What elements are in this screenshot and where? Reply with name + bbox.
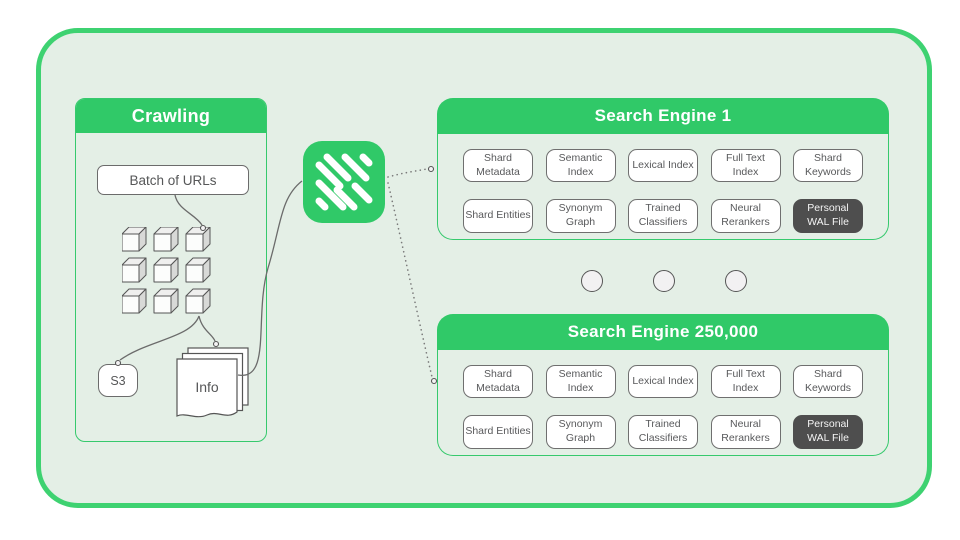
crawling-title: Crawling <box>131 105 211 126</box>
chip-trained-classifiers: Trained Classifiers <box>628 199 698 233</box>
batch-of-urls-box: Batch of URLs <box>97 165 249 195</box>
chip-row: Shard Metadata Semantic Index Lexical In… <box>463 365 863 399</box>
chip-shard-keywords: Shard Keywords <box>793 365 863 399</box>
chip-personal-wal-file: Personal WAL File <box>793 415 863 449</box>
search-engine-250000-body: Shard Metadata Semantic Index Lexical In… <box>437 350 889 456</box>
chip-shard-entities: Shard Entities <box>463 415 533 449</box>
chip-semantic-index: Semantic Index <box>545 365 616 399</box>
chip-shard-metadata: Shard Metadata <box>463 365 533 399</box>
search-engine-1-panel: Search Engine 1 Shard Metadata Semantic … <box>437 98 889 240</box>
scale-ellipsis <box>581 270 747 292</box>
info-label: Info <box>195 379 219 395</box>
chip-shard-metadata: Shard Metadata <box>463 149 533 183</box>
ellipsis-circle <box>581 270 603 292</box>
logo-icon <box>303 141 385 223</box>
chip-row: Shard Entities Synonym Graph Trained Cla… <box>463 199 863 233</box>
chip-lexical-index: Lexical Index <box>628 149 698 183</box>
search-engine-250000-title: Search Engine 250,000 <box>567 322 759 341</box>
chip-trained-classifiers: Trained Classifiers <box>628 415 698 449</box>
data-cubes-icon <box>122 227 211 314</box>
search-engine-1-header: Search Engine 1 <box>437 98 889 134</box>
search-engine-1-title: Search Engine 1 <box>594 106 732 125</box>
chip-shard-entities: Shard Entities <box>463 199 533 233</box>
chip-neural-rerankers: Neural Rerankers <box>710 199 781 233</box>
crawling-panel: Crawling <box>75 98 267 442</box>
chip-synonym-graph: Synonym Graph <box>545 415 616 449</box>
chip-neural-rerankers: Neural Rerankers <box>710 415 781 449</box>
chip-full-text-index: Full Text Index <box>710 149 781 183</box>
chip-lexical-index: Lexical Index <box>628 365 698 399</box>
chip-semantic-index: Semantic Index <box>545 149 616 183</box>
search-engine-1-body: Shard Metadata Semantic Index Lexical In… <box>437 134 889 240</box>
ellipsis-circle <box>653 270 675 292</box>
chip-row: Shard Metadata Semantic Index Lexical In… <box>463 149 863 183</box>
info-documents-icon: Info <box>176 347 249 418</box>
chip-personal-wal-file: Personal WAL File <box>793 199 863 233</box>
s3-box: S3 <box>98 364 138 397</box>
chip-row: Shard Entities Synonym Graph Trained Cla… <box>463 415 863 449</box>
search-engine-250000-header: Search Engine 250,000 <box>437 314 889 350</box>
search-engine-250000-panel: Search Engine 250,000 Shard Metadata Sem… <box>437 314 889 456</box>
batch-of-urls-label: Batch of URLs <box>129 172 217 188</box>
chip-shard-keywords: Shard Keywords <box>793 149 863 183</box>
diagonal-stripes <box>315 153 373 211</box>
chip-full-text-index: Full Text Index <box>710 365 781 399</box>
ellipsis-circle <box>725 270 747 292</box>
s3-label: S3 <box>110 373 126 388</box>
chip-synonym-graph: Synonym Graph <box>545 199 616 233</box>
crawling-panel-header: Crawling <box>76 99 266 133</box>
